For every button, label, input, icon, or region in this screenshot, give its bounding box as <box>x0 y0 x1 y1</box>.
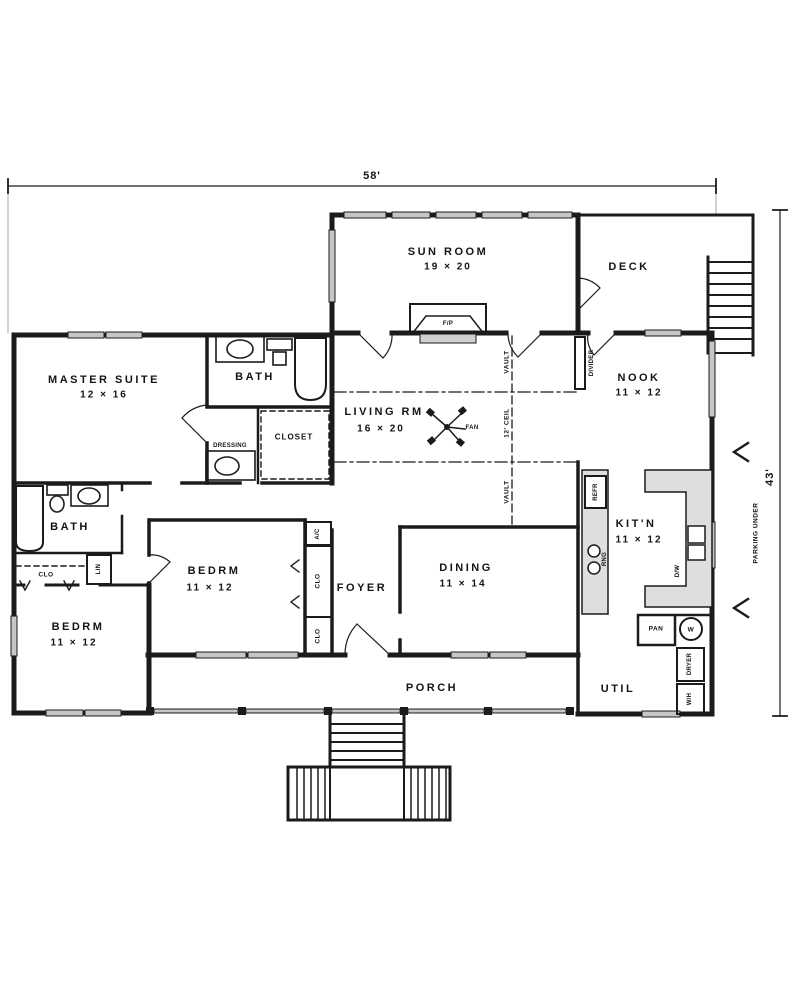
refrigerator-label: REFR <box>593 483 599 501</box>
room-label-dining: DINING <box>439 562 493 574</box>
master-bath-fixtures <box>205 335 330 481</box>
room-label-bedroom-middle: BEDRM <box>187 565 241 577</box>
water-heater-icon <box>676 683 705 715</box>
windows <box>10 211 716 718</box>
exterior-walls <box>11 212 715 717</box>
room-label-bedroom-corner: BEDRM <box>51 621 105 633</box>
kitchen-fixtures <box>581 469 713 615</box>
dishwasher-label: D/W <box>675 564 681 578</box>
range-burner-icon <box>587 544 601 558</box>
room-label-kitchen: KIT'N <box>615 518 657 530</box>
room-label-master-bath: BATH <box>235 371 275 383</box>
linen-closet <box>86 554 112 585</box>
pantry-label: PAN <box>648 625 664 633</box>
toilet-icon <box>46 484 69 496</box>
room-size-master-suite: 12 × 16 <box>80 389 128 401</box>
room-label-closet: CLOSET <box>274 432 314 442</box>
room-label-sun-room: SUN ROOM <box>407 246 489 258</box>
ceiling-break-lines <box>333 335 577 525</box>
dryer-label: DRYER <box>687 652 693 676</box>
toilet-icon <box>266 338 293 351</box>
room-size-bedroom-middle: 11 × 12 <box>186 582 234 594</box>
vault-upper-label: VAULT <box>503 350 511 374</box>
tub-icon <box>15 485 44 553</box>
water-heater-label: W/H <box>687 692 693 706</box>
washer-label: W <box>687 626 695 634</box>
room-size-nook: 11 × 12 <box>615 387 663 399</box>
room-size-sun-room: 19 × 20 <box>424 261 472 273</box>
closet-door-marks <box>19 580 75 592</box>
room-label-master-suite: MASTER SUITE <box>48 374 160 386</box>
linen-label: LIN <box>96 563 102 575</box>
parking-arrow-icon <box>731 441 750 619</box>
dryer-icon <box>676 647 705 682</box>
counter-right <box>644 469 713 608</box>
range-burner-icon <box>587 561 601 575</box>
room-size-living-room: 16 × 20 <box>357 423 405 435</box>
fireplace-icon <box>409 303 487 344</box>
closet-door-marks <box>289 559 300 609</box>
room-label-utility: UTIL <box>600 683 636 695</box>
porch-steps-icon <box>286 713 452 822</box>
room-size-kitchen: 11 × 12 <box>615 534 663 546</box>
dimension-lines <box>7 178 788 717</box>
closet-shelves <box>260 410 330 480</box>
fireplace-label: F/P <box>442 321 454 327</box>
dim-height-label: 43' <box>764 468 776 486</box>
range-label: RNG <box>602 551 608 567</box>
porch-rail <box>146 707 574 715</box>
vault-lower-label: VAULT <box>503 480 511 504</box>
tub-icon <box>294 337 327 402</box>
ac-label: A/C <box>315 528 321 540</box>
room-size-bedroom-corner: 11 × 12 <box>50 637 98 649</box>
ceiling-fan-icon <box>425 406 467 447</box>
closet-label-bedroom-upper: CLO <box>314 573 322 589</box>
room-size-dining: 11 × 14 <box>439 578 487 590</box>
room-label-hall-bath: BATH <box>50 521 90 533</box>
interior-walls <box>12 330 714 716</box>
dressing-sink-icon <box>214 456 240 476</box>
refrigerator-icon <box>584 475 607 509</box>
kitchen-sink-icon <box>687 525 706 544</box>
kitchen-sink-icon <box>687 544 706 561</box>
fan-label: FAN <box>465 425 479 431</box>
room-label-living-room: LIVING RM <box>344 406 424 418</box>
door-swings <box>148 277 617 656</box>
deck-stairs-icon <box>706 255 754 355</box>
utility-fixtures <box>304 521 705 715</box>
hall-bath-fixtures <box>15 484 112 592</box>
room-label-nook: NOOK <box>617 372 661 384</box>
ceiling-height-label: 12' CEIL <box>503 408 511 438</box>
washer-icon <box>679 617 703 641</box>
room-label-deck: DECK <box>608 261 650 273</box>
room-label-dressing: DRESSING <box>213 443 247 449</box>
divider-label: DIVIDER <box>589 349 595 377</box>
sink-icon <box>226 339 254 359</box>
room-label-foyer: FOYER <box>336 582 388 594</box>
closet-label-hall: CLO <box>38 571 54 579</box>
parking-under-label: PARKING UNDER <box>752 502 760 564</box>
sink-icon <box>77 487 101 505</box>
closet-label-bedroom-lower: CLO <box>314 628 322 644</box>
dim-width-label: 58' <box>363 170 381 182</box>
room-label-porch: PORCH <box>405 682 459 694</box>
